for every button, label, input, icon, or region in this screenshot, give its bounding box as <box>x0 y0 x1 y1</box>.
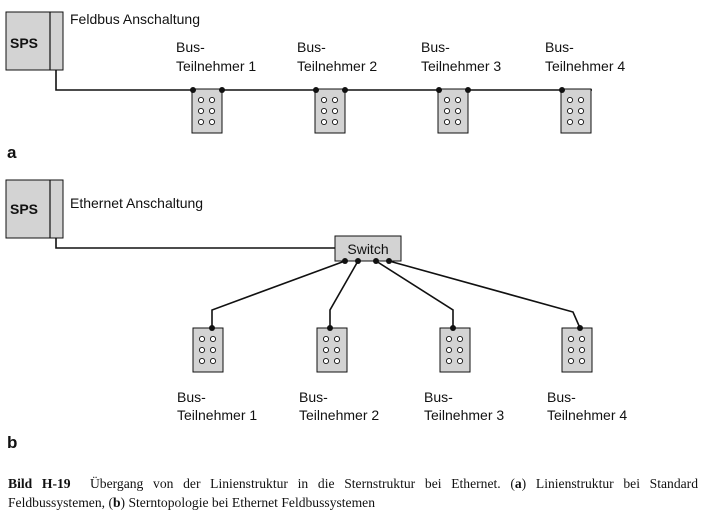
part-b-device-1 <box>192 327 224 373</box>
part-b-plc-link <box>55 238 335 249</box>
part-b-node-1-line1: Bus- <box>177 389 206 405</box>
part-a-device-2 <box>314 88 346 134</box>
part-b-device-ports <box>209 325 583 331</box>
part-b-device-3 <box>439 327 471 373</box>
caption-text-1: Übergang von der Linienstruktur in die S… <box>89 476 515 491</box>
part-b-star-topology: SPS Ethernet Anschaltung Switch <box>5 179 627 452</box>
caption-text-2: ) Linienstruktur bei Standard Feldbussys… <box>8 476 698 510</box>
part-a-plc: SPS <box>5 11 64 71</box>
part-a-plc-label: SPS <box>10 35 38 51</box>
part-b-switch-label: Switch <box>347 241 388 257</box>
part-a-node-4-line2: Teilnehmer 4 <box>545 58 625 74</box>
part-a-node-1-line2: Teilnehmer 1 <box>176 58 256 74</box>
part-b-switch-ports <box>342 258 392 264</box>
part-a-node-2-line1: Bus- <box>297 39 326 55</box>
part-b-node-4-line1: Bus- <box>547 389 576 405</box>
part-a-device-1 <box>191 88 223 134</box>
part-a-title: Feldbus Anschaltung <box>70 11 200 27</box>
caption-ref-a: a <box>514 476 522 491</box>
part-b-plc-label: SPS <box>10 201 38 217</box>
part-b-node-3-line2: Teilnehmer 3 <box>424 407 504 423</box>
part-a-node-4-line1: Bus- <box>545 39 574 55</box>
part-b-node-4-line2: Teilnehmer 4 <box>547 407 627 423</box>
part-b-node-3-line1: Bus- <box>424 389 453 405</box>
part-a-node-3-line2: Teilnehmer 3 <box>421 58 501 74</box>
part-a-device-3 <box>437 88 469 134</box>
part-a-linear-topology: SPS Feldbus Anschaltung Bus- Teilnehmer … <box>5 11 625 162</box>
part-a-node-1-line1: Bus- <box>176 39 205 55</box>
caption-text-3: ) Sterntopologie bei Ethernet Feldbussys… <box>120 495 375 510</box>
part-a-node-3-line1: Bus- <box>421 39 450 55</box>
figure-caption: Bild H-19 Übergang von der Linienstruktu… <box>8 474 698 512</box>
part-b-device-4 <box>561 327 593 373</box>
part-b-device-2 <box>316 327 348 373</box>
part-b-node-2-line2: Teilnehmer 2 <box>299 407 379 423</box>
part-a-bus-line <box>55 70 592 91</box>
part-b-plc: SPS <box>5 179 64 239</box>
part-a-connection-dots <box>190 87 565 93</box>
part-b-node-1-line2: Teilnehmer 1 <box>177 407 257 423</box>
caption-label: Bild H-19 <box>8 476 71 491</box>
part-b-switch: Switch <box>334 235 402 262</box>
part-b-letter: b <box>7 433 17 452</box>
part-a-node-2-line2: Teilnehmer 2 <box>297 58 377 74</box>
part-b-star-links <box>211 260 581 329</box>
part-b-node-2-line1: Bus- <box>299 389 328 405</box>
part-b-title: Ethernet Anschaltung <box>70 195 203 211</box>
part-a-device-4 <box>560 88 592 134</box>
caption-ref-b: b <box>112 495 121 510</box>
part-a-letter: a <box>7 143 17 162</box>
